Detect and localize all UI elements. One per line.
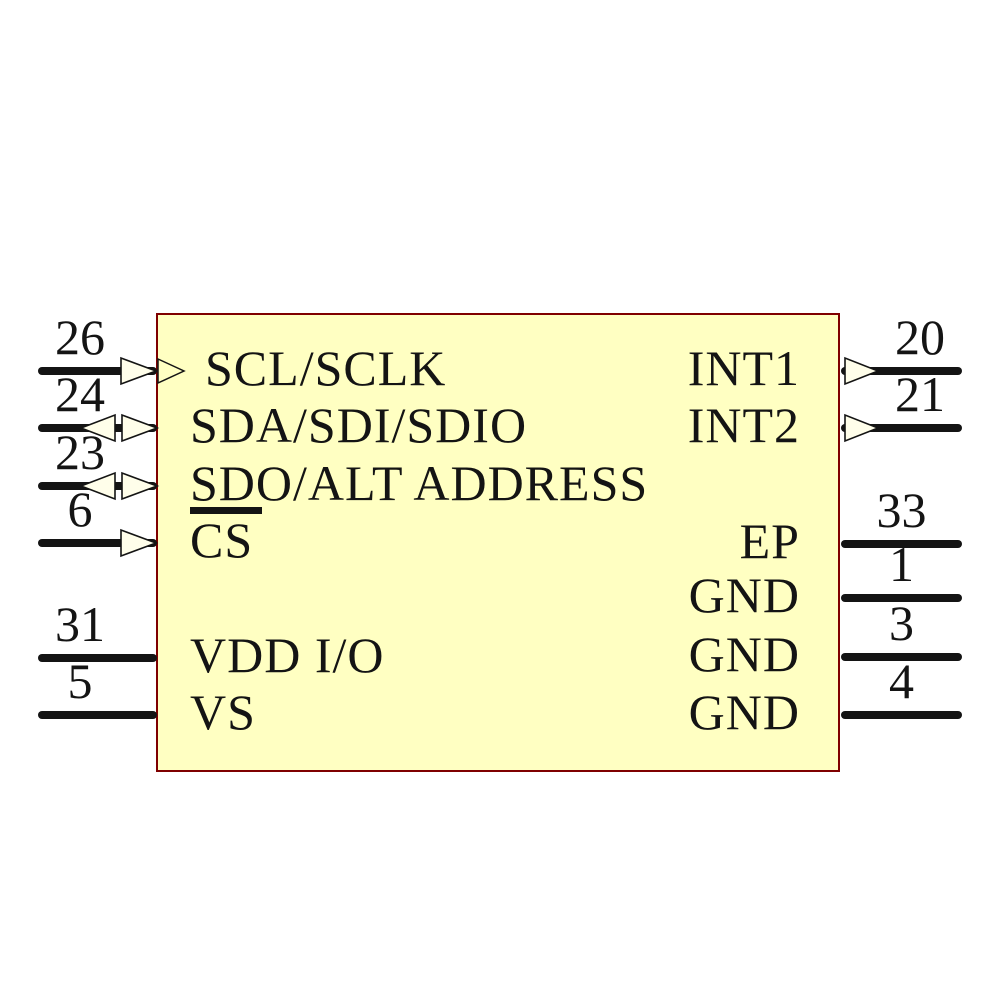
pin-label: SCL/SCLK	[205, 340, 447, 396]
pin-row-sdo-alt-address: 23 SDO/ALT ADDRESS	[0, 427, 1000, 516]
pin-row-vdd-io: 31 VDD I/O	[0, 599, 1000, 688]
pin-label: GND	[688, 684, 800, 740]
pin-label: VDD I/O	[190, 627, 385, 683]
input-arrow-icon	[120, 356, 159, 386]
pin-row-scl-sclk: 26 SCL/SCLK	[0, 312, 1000, 401]
pin-label: GND	[688, 626, 800, 682]
pin-wire	[841, 711, 962, 719]
pin-row-gnd-1: 1 GND	[0, 539, 1000, 628]
pin-row-int1: 20 INT1	[0, 312, 1000, 401]
pin-wire	[841, 367, 962, 375]
pin-row-sda-sdi-sdio: 24 SDA/SDI/SDIO	[0, 369, 1000, 458]
ic-body	[156, 313, 840, 772]
pin-wire	[841, 424, 962, 432]
pin-label: GND	[688, 567, 800, 623]
pin-wire	[841, 594, 962, 602]
output-arrow-icon	[844, 413, 881, 443]
pin-wire	[38, 711, 157, 719]
input-arrow-icon	[120, 528, 159, 558]
pin-row-ep: 33 EP	[0, 485, 1000, 574]
pin-number: 1	[889, 536, 914, 592]
pin-wire	[841, 653, 962, 661]
pin-wire	[841, 540, 962, 548]
pin-row-int2: 21 INT2	[0, 369, 1000, 458]
pin-number: 24	[55, 366, 105, 422]
pin-label: INT1	[687, 340, 800, 396]
pin-label: VS	[190, 684, 256, 740]
pin-label: EP	[739, 513, 800, 569]
pin-wire	[38, 654, 157, 662]
clock-arrow-icon	[157, 357, 186, 385]
pin-row-gnd-3: 3 GND	[0, 598, 1000, 687]
pin-wire	[38, 539, 157, 547]
pin-number: 20	[895, 309, 945, 365]
pin-label: CS	[190, 512, 254, 568]
pin-number: 4	[889, 653, 914, 709]
pin-row-cs: 6 CS	[0, 484, 1000, 573]
pin-number: 6	[67, 481, 93, 537]
active-low-overline	[190, 507, 262, 514]
pin-label: SDA/SDI/SDIO	[190, 397, 528, 453]
pin-row-gnd-4: 4 GND	[0, 656, 1000, 745]
pin-number: 21	[895, 366, 945, 422]
pin-label: SDO/ALT ADDRESS	[190, 455, 649, 511]
output-arrow-icon	[844, 356, 881, 386]
pin-number: 31	[55, 596, 105, 652]
pin-number: 26	[55, 309, 105, 365]
pin-number: 5	[67, 653, 93, 709]
bidirectional-arrow-icon	[78, 413, 160, 443]
pin-wire	[38, 367, 157, 375]
pin-label: INT2	[687, 397, 800, 453]
pin-number: 23	[55, 424, 105, 480]
bidirectional-arrow-icon	[78, 471, 160, 501]
pin-number: 3	[889, 595, 914, 651]
pin-row-vs: 5 VS	[0, 656, 1000, 745]
pin-number: 33	[876, 482, 927, 538]
